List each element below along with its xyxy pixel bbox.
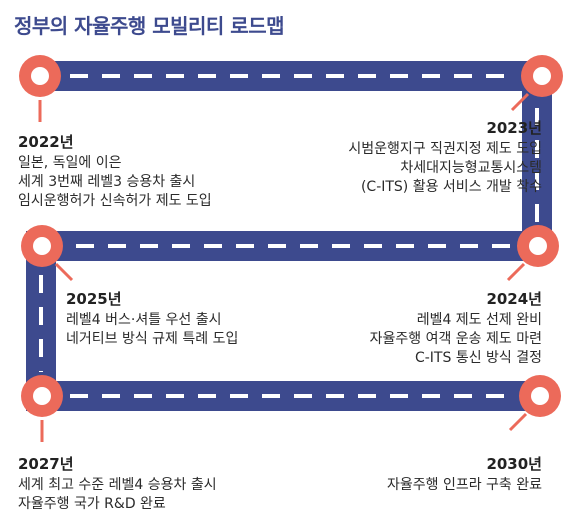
milestone-line: 차세대지능형교통시스템: [400, 160, 542, 176]
milestone-2022: 2022년 일본, 독일에 이은 세계 3번째 레벨3 승용차 출시 임시운행허…: [18, 133, 212, 211]
milestone-year: 2022년: [18, 133, 74, 151]
milestone-line: 자율주행 여객 운송 제도 마련: [369, 331, 542, 347]
milestone-line: (C-ITS) 활용 서비스 개발 착수: [360, 179, 542, 195]
marker-2022: [19, 55, 61, 122]
milestone-line: 임시운행허가 신속허가 제도 도입: [18, 193, 212, 209]
milestone-line: 세계 최고 수준 레벨4 승용차 출시: [18, 477, 217, 493]
milestone-2027: 2027년 세계 최고 수준 레벨4 승용차 출시 자율주행 국가 R&D 완료: [18, 455, 217, 514]
milestone-line: 자율주행 인프라 구축 완료: [386, 477, 542, 493]
milestone-year: 2023년: [486, 119, 542, 137]
milestone-line: 레벨4 제도 선제 완비: [416, 312, 542, 328]
milestone-line: C-ITS 통신 방식 결정: [414, 350, 542, 366]
milestone-2024: 2024년 레벨4 제도 선제 완비 자율주행 여객 운송 제도 마련 C-IT…: [370, 290, 542, 368]
milestone-line: 일본, 독일에 이은: [18, 155, 122, 171]
milestone-line: 레벨4 버스·셔틀 우선 출시: [66, 312, 222, 328]
road-dashes: [39, 74, 539, 398]
marker-2027: [21, 375, 63, 442]
milestone-2030: 2030년 자율주행 인프라 구축 완료: [387, 455, 542, 495]
milestone-year: 2025년: [66, 290, 122, 308]
milestone-line: 시범운행지구 직권지정 제도 도입: [348, 141, 542, 157]
marker-2023: [510, 55, 563, 112]
milestone-year: 2024년: [486, 290, 542, 308]
milestone-year: 2030년: [486, 455, 542, 473]
milestone-line: 네거티브 방식 규제 특례 도입: [66, 331, 239, 347]
milestone-line: 세계 3번째 레벨3 승용차 출시: [18, 174, 196, 190]
milestone-line: 자율주행 국가 R&D 완료: [18, 496, 166, 512]
milestone-year: 2027년: [18, 455, 74, 473]
milestone-2023: 2023년 시범운행지구 직권지정 제도 도입 차세대지능형교통시스템 (C-I…: [348, 119, 542, 197]
page-title: 정부의 자율주행 모빌리티 로드맵: [14, 14, 285, 38]
milestone-2025: 2025년 레벨4 버스·셔틀 우선 출시 네거티브 방식 규제 특례 도입: [66, 290, 238, 349]
marker-2024: [506, 225, 559, 282]
marker-2025: [21, 225, 74, 282]
marker-2030: [508, 375, 561, 432]
